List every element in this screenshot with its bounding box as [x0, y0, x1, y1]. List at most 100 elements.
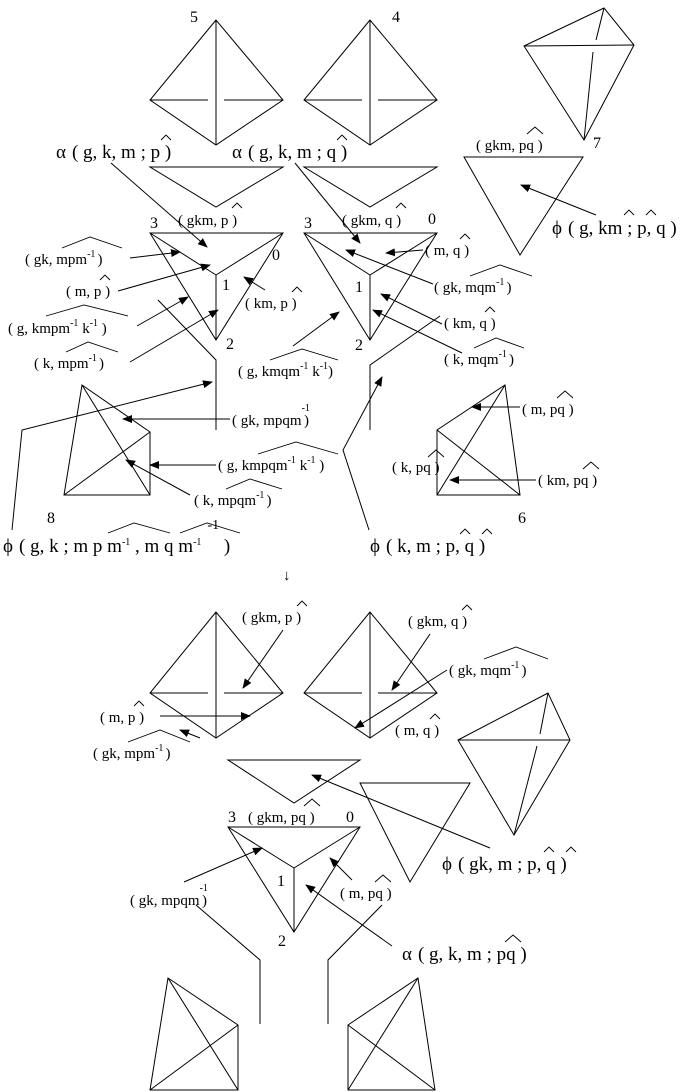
label-gkm-pq-bottom: ( gkm, pq ) [248, 798, 321, 826]
left-tri-v3: 3 [150, 215, 158, 232]
triangle-right-middle [303, 232, 438, 341]
bottom-tri-v0: 0 [346, 809, 354, 826]
svg-text:( k, pq ): ( k, pq ) [392, 460, 440, 476]
tetrahedron-7-bottom [457, 692, 571, 836]
tetrahedron-8 [63, 384, 151, 496]
right-tri-v1: 1 [355, 279, 363, 296]
label-gk-mpqm: ( gk, mpqm-1) [232, 403, 310, 429]
label-phi-k-m: ϕ( k, m ; p, q ) [370, 528, 493, 557]
bottom-tri-v2: 2 [278, 933, 286, 950]
svg-text:( gk, mqm-1): ( gk, mqm-1) [449, 660, 526, 679]
label-k-mpqm: ( k, mpqm-1) [194, 478, 283, 509]
svg-text:( gk, mqm-1): ( gk, mqm-1) [434, 277, 511, 296]
svg-text:( m, pq ): ( m, pq ) [340, 886, 392, 902]
label-km-pq: ( km, pq ) [538, 461, 600, 489]
fragment-left-bottom [195, 904, 261, 1024]
svg-text:( gk, mpqm-1): ( gk, mpqm-1) [232, 403, 310, 429]
bottom-tri-v3: 3 [228, 809, 236, 826]
tet-5-label: 5 [190, 9, 198, 26]
svg-text:( gkm, p ): ( gkm, p ) [242, 610, 301, 626]
label-gk-mpm: ( gk, mpm-1) [25, 236, 123, 268]
tet-6-label: 6 [518, 510, 526, 527]
right-tri-v0: 0 [428, 211, 436, 228]
fragment-left [157, 299, 217, 430]
fragment-right [369, 315, 441, 430]
label-g-kmpqmk: ( g, kmpqm-1 k-1 ) [218, 441, 339, 474]
svg-text:( gk, mpm-1): ( gk, mpm-1) [25, 249, 102, 268]
left-tri-v0: 0 [272, 247, 280, 264]
label-alpha-p: α( g, k, m ; p ) [56, 134, 172, 163]
svg-text:( k, mpm-1): ( k, mpm-1) [34, 353, 104, 372]
svg-text:( gk, mpm-1): ( gk, mpm-1) [93, 743, 170, 762]
svg-text:( gkm, pq ): ( gkm, pq ) [248, 810, 315, 826]
label-gkm-pq-top: ( gkm, pq ) [476, 126, 544, 154]
svg-text:( m, q ): ( m, q ) [425, 243, 469, 259]
svg-text:( m, p ): ( m, p ) [100, 710, 144, 726]
label-gkm-p: ( gkm, p ) [178, 202, 243, 229]
svg-text:( gk, mpqm-1): ( gk, mpqm-1) [130, 883, 208, 909]
triangle-left-middle [149, 232, 284, 341]
tetrahedron-4-bottom [303, 611, 438, 739]
transition-arrow: ↓ [283, 568, 291, 584]
face-triangle-left-top [148, 166, 285, 208]
tet-4-label: 4 [392, 9, 400, 26]
label-gkm-q: ( gkm, q ) [342, 202, 407, 229]
label-phi-g-k: ϕ( g, k ; m p m-1 , m q m-1-1 ) [3, 518, 241, 557]
svg-text:( g, kmpqm-1 k-1 ): ( g, kmpqm-1 k-1 ) [218, 455, 324, 474]
fragment-right-bottom [327, 904, 383, 1024]
svg-text:α( g, k, m ; q ): α( g, k, m ; q ) [232, 142, 347, 163]
svg-text:( g, kmpm-1 k-1 ): ( g, kmpm-1 k-1 ) [8, 318, 107, 337]
label-m-q-bottom: ( m, q ) [395, 713, 441, 739]
svg-text:( m, p ): ( m, p ) [66, 284, 110, 300]
label-g-kmqmk: ( g, kmqm-1 k-1) [238, 348, 339, 380]
right-tri-v3: 3 [304, 215, 312, 232]
tet-8-label: 8 [47, 510, 55, 527]
tetrahedron-6 [436, 384, 521, 496]
left-tri-v1: 1 [222, 277, 230, 294]
label-gk-mpm-bottom: ( gk, mpm-1) [93, 729, 191, 762]
label-m-p-bottom: ( m, p ) [100, 700, 145, 726]
face-triangle-7 [463, 156, 584, 256]
bottom-tri-v1: 1 [277, 873, 285, 890]
svg-text:( k, mpqm-1): ( k, mpqm-1) [194, 490, 271, 509]
svg-text:( m, q ): ( m, q ) [395, 723, 439, 739]
tetrahedron-4 [303, 19, 438, 146]
svg-text:α( g, k, m ; p ): α( g, k, m ; p ) [56, 142, 171, 163]
svg-text:ϕ( gk, m ; p, q ): ϕ( gk, m ; p, q ) [442, 854, 567, 875]
label-gk-mqm: ( gk, mqm-1) [434, 264, 533, 296]
tet-7-label: 7 [593, 135, 601, 152]
label-gk-mqm-bottom: ( gk, mqm-1) [449, 646, 549, 679]
right-tri-v2: 2 [355, 337, 363, 354]
label-m-p: ( m, p ) [66, 274, 111, 300]
svg-text:( m, pq ): ( m, pq ) [522, 402, 574, 418]
triangle-bottom [227, 826, 361, 933]
label-m-q: ( m, q ) [425, 233, 471, 259]
label-phi-gk-m: ϕ( gk, m ; p, q ) [442, 846, 577, 875]
label-g-kmpmk: ( g, kmpm-1 k-1 ) [8, 304, 129, 337]
left-tri-v2: 2 [226, 336, 234, 353]
label-phi-g-km: ϕ( g, km ; p, q ) [552, 209, 677, 239]
label-km-p: ( km, p ) [245, 286, 303, 312]
label-k-mpm: ( k, mpm-1) [34, 341, 119, 372]
label-m-pq: ( m, pq ) [522, 390, 574, 418]
svg-text:( k, mqm-1): ( k, mqm-1) [444, 349, 514, 368]
tetrahedron-8-bottom [149, 977, 239, 1091]
label-gkm-p-bottom: ( gkm, p ) [242, 600, 308, 626]
svg-text:( g, kmqm-1 k-1): ( g, kmqm-1 k-1) [238, 361, 333, 380]
tetrahedron-7 [523, 7, 635, 141]
svg-text:( gkm, pq ): ( gkm, pq ) [476, 138, 543, 154]
label-alpha-q: α( g, k, m ; q ) [232, 134, 348, 163]
svg-text:α( g, k, m ; pq ): α( g, k, m ; pq ) [402, 944, 527, 965]
face-triangle-right-top [302, 166, 439, 208]
svg-text:ϕ( g, km ; p, q ): ϕ( g, km ; p, q ) [552, 218, 677, 239]
label-km-q: ( km, q ) [444, 306, 496, 332]
tetrahedron-5-bottom [149, 611, 284, 739]
label-gkm-q-bottom: ( gkm, q ) [408, 604, 473, 630]
svg-text:( gkm, p ): ( gkm, p ) [178, 213, 237, 229]
svg-text:( km, q ): ( km, q ) [444, 316, 496, 332]
label-gk-mpqm-bottom: ( gk, mpqm-1) [130, 883, 208, 909]
tetrahedron-6-bottom [347, 977, 436, 1091]
tetrahedron-5 [149, 19, 284, 146]
